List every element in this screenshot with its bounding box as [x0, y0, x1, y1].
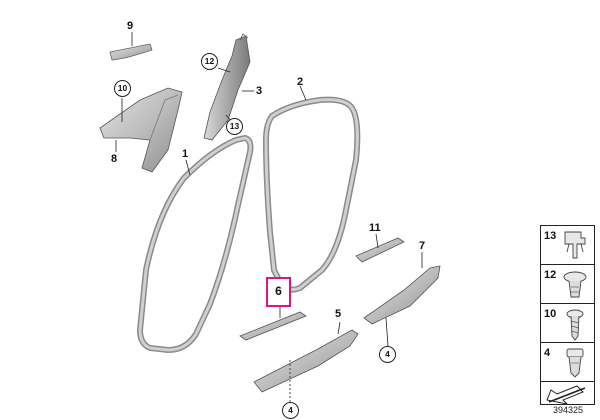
expanding-rivet-icon: [563, 271, 587, 298]
legend-number: 12: [544, 269, 557, 281]
callout-1: 1: [182, 148, 189, 160]
callout-8: 8: [111, 153, 118, 165]
part-5-front-sill-trim: [253, 321, 359, 402]
part-2-rear-door-seal: [262, 85, 361, 293]
legend-item-10: 10: [540, 303, 595, 343]
part-3-upper-pillar-trim: [203, 33, 254, 141]
callout-11: 11: [369, 222, 381, 234]
callout-4-rear: 4: [379, 346, 396, 363]
direction-arrow-icon: [546, 385, 586, 404]
callout-7: 7: [419, 240, 426, 252]
push-clip-icon: [566, 348, 584, 378]
screw-icon: [566, 309, 584, 341]
part-1-front-door-seal: [136, 134, 254, 354]
callout-13: 13: [226, 118, 243, 135]
part-11-sill-cover: [355, 233, 405, 263]
legend-item-4: 4: [540, 342, 595, 382]
legend-item-13: 13: [540, 225, 595, 265]
legend-number: 10: [544, 308, 557, 320]
callout-10: 10: [114, 80, 131, 97]
legend-item-12: 12: [540, 264, 595, 304]
clip-icon: [564, 231, 586, 259]
callout-2: 2: [297, 76, 304, 88]
callout-9: 9: [127, 20, 134, 32]
callout-5: 5: [335, 308, 342, 320]
part-7-rear-sill-trim: [363, 252, 441, 347]
reference-number: 394325: [553, 405, 584, 415]
part-6-front-sill-cover: [239, 306, 307, 341]
legend-arrow-cell: [540, 381, 595, 405]
part-8-pillar-trim: [99, 87, 183, 173]
callout-4-front: 4: [282, 402, 299, 419]
callout-12: 12: [201, 53, 218, 70]
legend-number: 4: [544, 347, 551, 359]
callout-6-highlight[interactable]: 6: [266, 277, 291, 307]
legend-number: 13: [544, 230, 557, 242]
part-9-trim-cover: [109, 32, 153, 61]
callout-3: 3: [256, 85, 263, 97]
